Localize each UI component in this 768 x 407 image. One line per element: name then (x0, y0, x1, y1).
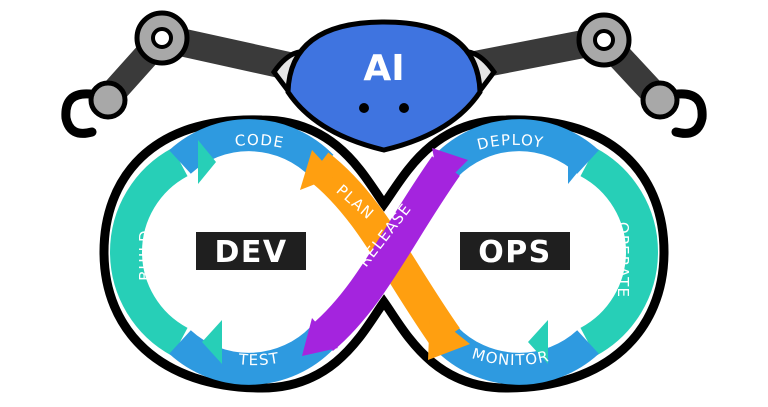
stage-label-deploy: DEPLOY (475, 131, 545, 154)
code-segment (169, 119, 334, 178)
stage-label-operate: OPERATE (614, 222, 632, 298)
dev-title: DEV (214, 235, 287, 270)
release-ribbon (310, 156, 460, 352)
test-arrow-icon (202, 320, 222, 364)
robot-eye-right-icon (399, 103, 409, 113)
monitor-arrow-icon (528, 320, 548, 364)
ops-loop (434, 119, 658, 385)
release-tail-icon (302, 318, 338, 356)
plan-arrow-icon (300, 150, 336, 190)
ai-robot-head: AI (285, 19, 483, 153)
left-gripper-icon (61, 89, 97, 138)
plan-head-icon (428, 312, 470, 360)
left-robot-arm (61, 10, 325, 138)
ops-title-box: OPS (460, 232, 570, 270)
crossover (300, 148, 470, 360)
right-robot-arm (443, 12, 707, 138)
left-arm-wrist-icon (88, 80, 128, 120)
build-segment (110, 147, 188, 357)
release-arrow-icon (432, 148, 468, 188)
stage-label-build: BUILD (136, 229, 154, 281)
right-gripper-icon (671, 89, 707, 138)
code-arrow-icon (198, 140, 216, 184)
dev-title-box: DEV (196, 232, 306, 270)
stage-label-test: TEST (237, 349, 281, 369)
stage-label-code: CODE (234, 131, 286, 152)
robot-eye-left-icon (359, 103, 369, 113)
operate-arrow-icon (568, 140, 586, 184)
ops-title: OPS (478, 235, 552, 270)
monitor-segment (434, 326, 599, 385)
operate-segment (580, 147, 658, 357)
right-arm-wrist-icon (640, 80, 680, 120)
ai-head-label: AI (363, 48, 404, 89)
